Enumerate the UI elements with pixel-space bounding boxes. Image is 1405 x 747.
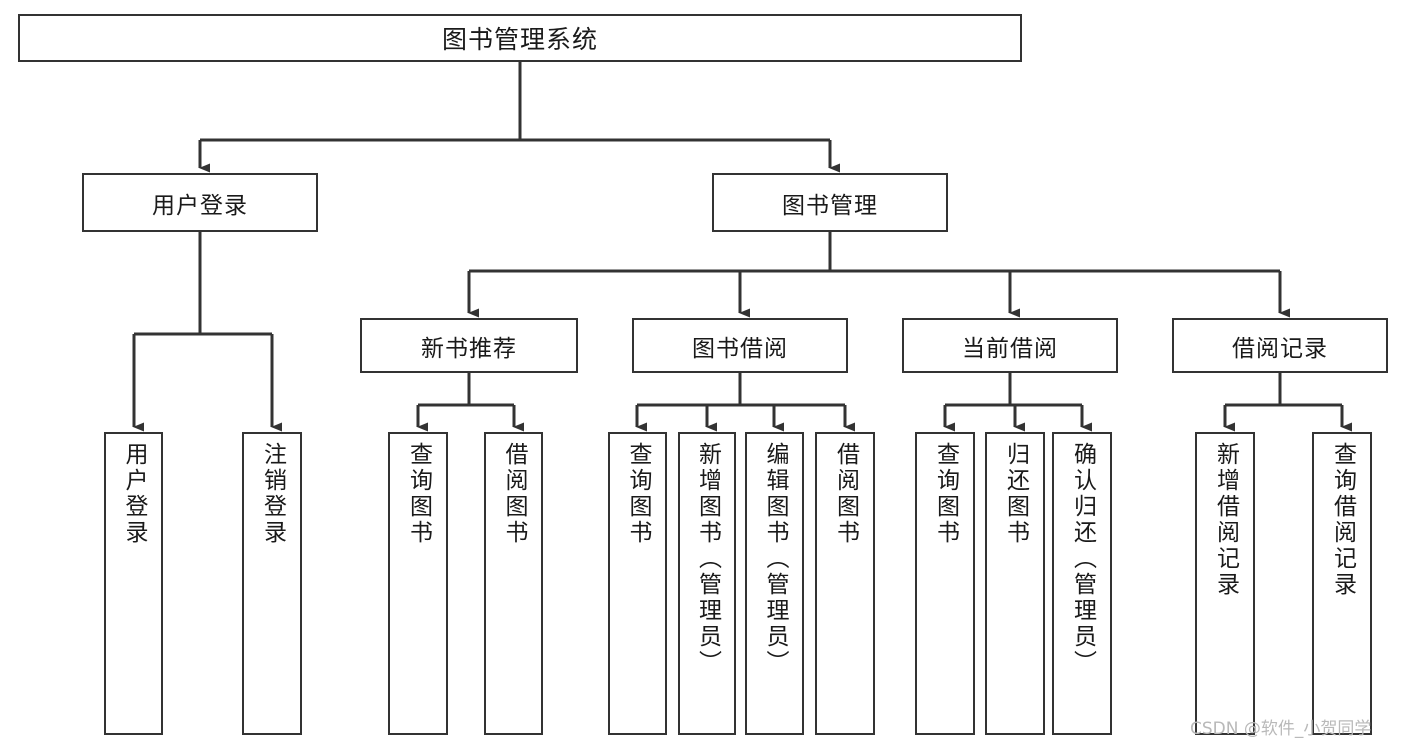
node-new-book-recommend[interactable]: 新书推荐 — [360, 318, 578, 373]
node-label: 图书管理 — [782, 192, 878, 219]
node-root-book-management-system[interactable]: 图书管理系统 — [18, 14, 1022, 62]
csdn-watermark: CSDN @软件_小贺同学 — [1190, 719, 1372, 739]
node-label: 查询图书 — [405, 442, 432, 546]
node-label: 新增图书（管理员） — [694, 442, 721, 676]
node-label: 查询图书 — [932, 442, 959, 546]
node-user-login[interactable]: 用户登录 — [82, 173, 318, 232]
node-label: 图书管理系统 — [441, 25, 598, 54]
node-leaf-confirm-return-admin[interactable]: 确认归还（管理员） — [1052, 432, 1112, 735]
node-book-borrow[interactable]: 图书借阅 — [632, 318, 848, 373]
node-label: 新增借阅记录 — [1212, 442, 1239, 598]
node-label: 查询借阅记录 — [1329, 442, 1356, 598]
node-leaf-borrow-book-recommend[interactable]: 借阅图书 — [484, 432, 543, 735]
node-label: 借阅图书 — [501, 442, 527, 546]
node-leaf-add-book-admin[interactable]: 新增图书（管理员） — [678, 432, 736, 735]
node-leaf-logout[interactable]: 注销登录 — [242, 432, 302, 735]
node-label: 编辑图书（管理员） — [762, 442, 788, 676]
node-label: 归还图书 — [1002, 442, 1029, 546]
node-book-manage[interactable]: 图书管理 — [712, 173, 948, 232]
node-label: 注销登录 — [259, 442, 286, 546]
node-label: 图书借阅 — [692, 335, 788, 362]
node-label: 查询图书 — [625, 442, 651, 546]
node-label: 确认归还（管理员） — [1069, 442, 1096, 676]
node-borrow-record[interactable]: 借阅记录 — [1172, 318, 1388, 373]
node-label: 借阅记录 — [1232, 335, 1328, 362]
node-leaf-return-book[interactable]: 归还图书 — [985, 432, 1045, 735]
node-leaf-borrow-book[interactable]: 借阅图书 — [815, 432, 875, 735]
node-leaf-user-login[interactable]: 用户登录 — [104, 432, 163, 735]
node-label: 当前借阅 — [962, 335, 1058, 362]
node-leaf-query-book-borrow[interactable]: 查询图书 — [608, 432, 667, 735]
node-leaf-edit-book-admin[interactable]: 编辑图书（管理员） — [745, 432, 804, 735]
node-leaf-query-book-recommend[interactable]: 查询图书 — [388, 432, 448, 735]
node-label: 用户登录 — [152, 192, 248, 219]
node-leaf-query-borrow-record[interactable]: 查询借阅记录 — [1312, 432, 1372, 735]
node-label: 借阅图书 — [832, 442, 859, 546]
node-current-borrow[interactable]: 当前借阅 — [902, 318, 1118, 373]
node-leaf-query-book-current[interactable]: 查询图书 — [915, 432, 975, 735]
node-leaf-add-borrow-record[interactable]: 新增借阅记录 — [1195, 432, 1255, 735]
node-label: 用户登录 — [121, 442, 147, 546]
node-label: 新书推荐 — [421, 335, 517, 362]
